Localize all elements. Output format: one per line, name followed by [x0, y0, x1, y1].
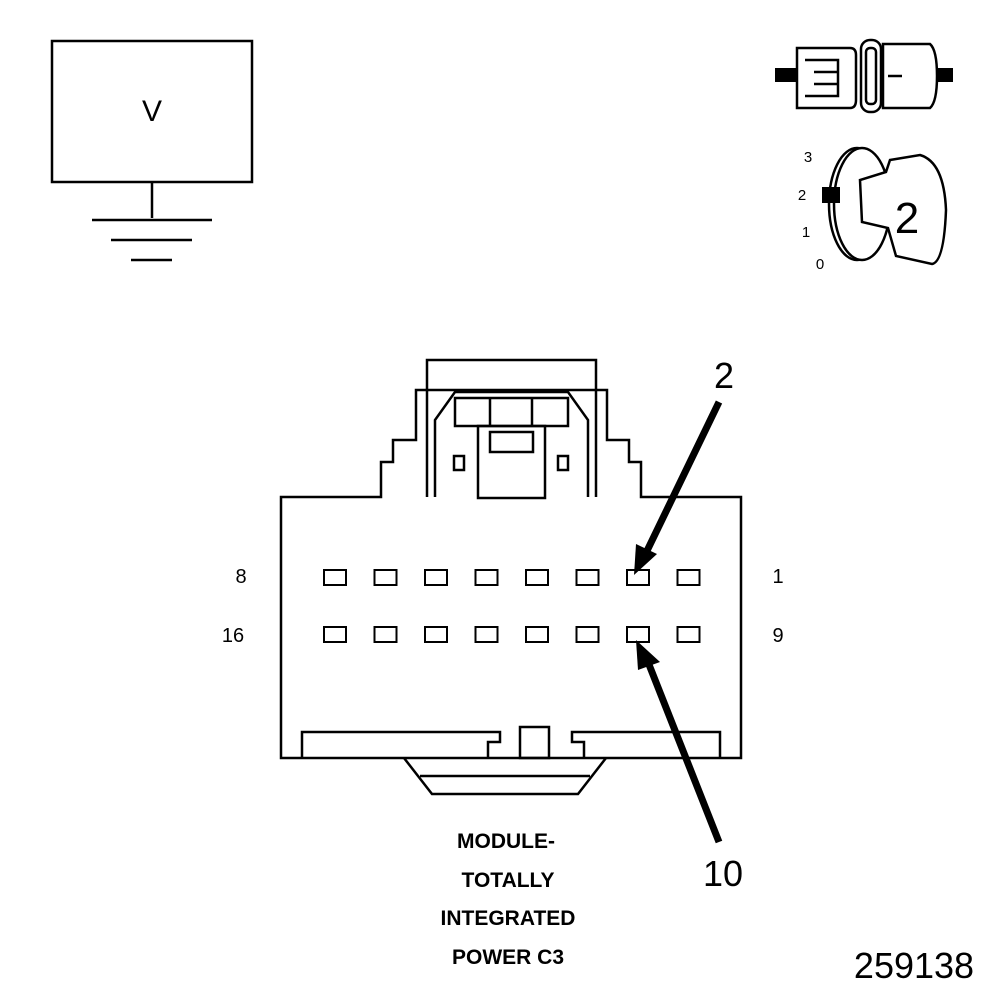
voltmeter-icon: V	[50, 39, 254, 262]
key-scale-2: 2	[798, 187, 806, 204]
key-scale-1: 1	[802, 224, 810, 241]
ground-icon	[92, 218, 212, 262]
pin-cavity-15	[373, 626, 398, 643]
callout-arrow-pin-10	[636, 640, 723, 844]
key-selected-position: 2	[895, 194, 919, 243]
pin-cavity-1	[676, 569, 701, 586]
title-line-4: POWER C3	[452, 946, 564, 969]
connector-title: MODULE- TOTALLY INTEGRATED POWER C3	[441, 830, 576, 969]
key-scale-0: 0	[816, 256, 824, 273]
key-scale-3: 3	[804, 149, 812, 166]
pin-cavity-2	[626, 569, 650, 586]
ignition-key-icon: 3 2 1 0 2	[798, 146, 948, 273]
pin-cavity-10	[626, 626, 650, 643]
cavity-row-top	[323, 569, 701, 586]
cavity-row-bottom	[323, 626, 701, 643]
pin-cavity-3	[575, 569, 600, 586]
pin-cavity-4	[525, 569, 549, 586]
pin-cavity-12	[525, 626, 549, 643]
pin-cavity-9	[676, 626, 701, 643]
pin-cavity-7	[373, 569, 398, 586]
row-bottom-left-pin-label: 16	[222, 625, 244, 647]
title-line-2: TOTALLY	[462, 869, 555, 892]
pin-cavity-6	[424, 569, 448, 586]
connector-face	[279, 358, 743, 796]
pin-cavity-11	[575, 626, 600, 643]
callout-label-pin-2: 2	[714, 355, 734, 396]
pin-cavity-14	[424, 626, 448, 643]
row-bottom-right-pin-label: 9	[772, 625, 783, 647]
row-top-right-pin-label: 1	[772, 566, 783, 588]
row-top-left-pin-label: 8	[235, 566, 246, 588]
pin-cavity-8	[323, 569, 347, 586]
title-line-3: INTEGRATED	[441, 907, 576, 930]
title-line-1: MODULE-	[457, 830, 555, 853]
connector-disconnected-icon	[775, 38, 953, 114]
pin-cavity-16	[323, 626, 347, 643]
pin-cavity-5	[474, 569, 499, 586]
meter-symbol: V	[142, 95, 162, 128]
pin-cavity-13	[474, 626, 499, 643]
callout-label-pin-10: 10	[703, 853, 743, 894]
callout-arrow-pin-2	[634, 400, 723, 575]
figure-id: 259138	[854, 945, 974, 986]
